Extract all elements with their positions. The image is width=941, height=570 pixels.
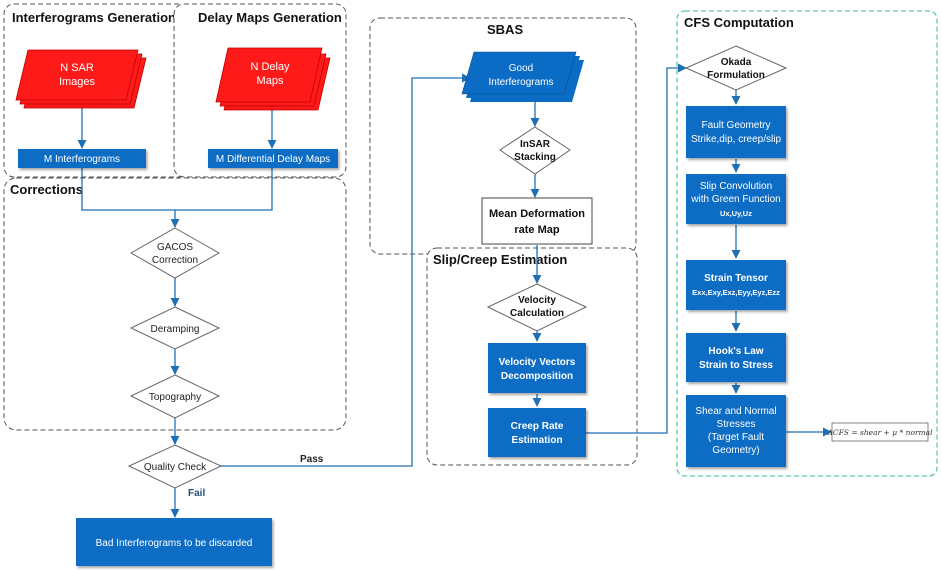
n-delay-maps-line-1: N Delay <box>250 61 290 73</box>
shear-normal-box: Shear and Normal Stresses (Target Fault … <box>686 395 786 467</box>
hooks-law-line-1: Hook's Law <box>708 346 763 357</box>
quality-check-diamond: Quality Check <box>127 444 223 489</box>
slip-convolution-sub: Ux,Uy,Uz <box>720 209 752 218</box>
n-sar-images-node: N SAR Images <box>15 49 147 109</box>
velocity-vectors-line-2: Decomposition <box>501 371 573 382</box>
group-cfs-computation: CFS Computation <box>676 10 938 477</box>
strain-tensor-box: Strain Tensor Exx,Exy,Exz,Eyy,Eyz,Ezz <box>686 260 786 310</box>
group-title-slip-creep: Slip/Creep Estimation <box>433 252 567 267</box>
connectors <box>77 63 832 518</box>
slip-convolution-line-1: Slip Convolution <box>700 181 772 192</box>
m-differential-delay-maps-box: M Differential Delay Maps <box>208 149 338 168</box>
n-delay-maps-line-2: Maps <box>257 75 284 87</box>
topography-label: Topography <box>149 392 201 403</box>
okada-formulation-diamond: Okada Formulation <box>684 45 788 91</box>
slip-convolution-box: Slip Convolution with Green Function Ux,… <box>686 174 786 224</box>
bad-interferograms-label: Bad Interferograms to be discarded <box>96 538 253 549</box>
fault-geometry-box: Fault Geometry Strike,dip, creep/slip <box>686 106 786 158</box>
insar-stacking-line-2: Stacking <box>514 152 556 163</box>
creep-rate-line-1: Creep Rate <box>511 421 564 432</box>
creep-rate-box: Creep Rate Estimation <box>488 408 586 457</box>
shear-normal-line-2: Stresses <box>717 419 756 430</box>
strain-tensor-sub: Exx,Exy,Exz,Eyy,Eyz,Ezz <box>692 288 780 297</box>
n-sar-images-line-2: Images <box>59 76 96 88</box>
group-corrections: Corrections <box>3 177 347 431</box>
slip-convolution-line-2: with Green Function <box>690 194 781 205</box>
n-delay-maps-node: N Delay Maps <box>215 47 331 111</box>
okada-line-1: Okada <box>721 57 752 68</box>
good-interferograms-line-1: Good <box>509 63 533 74</box>
topography-diamond: Topography <box>129 374 221 419</box>
velocity-calculation-line-2: Calculation <box>510 308 564 319</box>
velocity-vectors-line-1: Velocity Vectors <box>499 357 576 368</box>
gacos-correction-diamond: GACOS Correction <box>129 227 221 279</box>
bad-interferograms-box: Bad Interferograms to be discarded <box>76 518 272 566</box>
group-title-cfs: CFS Computation <box>684 15 794 30</box>
deramping-diamond: Deramping <box>129 306 221 350</box>
group-title-sbas: SBAS <box>487 22 523 37</box>
fault-geometry-line-1: Fault Geometry <box>702 120 771 131</box>
group-title-delay-maps: Delay Maps Generation <box>198 10 342 25</box>
mean-deformation-box: Mean Deformation rate Map <box>481 197 593 245</box>
quality-check-label: Quality Check <box>144 462 207 473</box>
delta-cfs-box: ΔCFS = shear + μ * normal <box>826 422 933 442</box>
m-differential-delay-maps-label: M Differential Delay Maps <box>216 154 330 165</box>
fail-label: Fail <box>188 488 205 499</box>
shear-normal-line-4: Geometry) <box>712 445 759 456</box>
m-interferograms-box: M Interferograms <box>18 149 146 168</box>
mean-deformation-line-2: rate Map <box>514 224 560 236</box>
velocity-calculation-line-1: Velocity <box>518 295 556 306</box>
pass-label: Pass <box>300 454 324 465</box>
creep-rate-line-2: Estimation <box>511 435 562 446</box>
gacos-correction-line-1: GACOS <box>157 242 193 253</box>
fault-geometry-line-2: Strike,dip, creep/slip <box>691 134 781 145</box>
deramping-label: Deramping <box>151 324 200 335</box>
strain-tensor-title: Strain Tensor <box>704 273 768 284</box>
edge-quality-pass <box>220 73 471 467</box>
good-interferograms-line-2: Interferograms <box>488 77 553 88</box>
insar-stacking-diamond: InSAR Stacking <box>499 126 571 175</box>
n-sar-images-line-1: N SAR <box>60 62 94 74</box>
shear-normal-line-3: (Target Fault <box>708 432 764 443</box>
hooks-law-box: Hook's Law Strain to Stress <box>686 333 786 382</box>
gacos-correction-line-2: Correction <box>152 255 198 266</box>
group-title-corrections: Corrections <box>10 182 83 197</box>
velocity-calculation-diamond: Velocity Calculation <box>486 283 588 332</box>
shear-normal-line-1: Shear and Normal <box>695 406 776 417</box>
hooks-law-line-2: Strain to Stress <box>699 360 773 371</box>
velocity-vectors-box: Velocity Vectors Decomposition <box>488 343 586 393</box>
insar-stacking-line-1: InSAR <box>520 139 551 150</box>
m-interferograms-label: M Interferograms <box>44 154 120 165</box>
group-title-interferograms: Interferograms Generation <box>12 10 176 25</box>
delta-cfs-formula: ΔCFS = shear + μ * normal <box>826 428 933 437</box>
okada-line-2: Formulation <box>707 70 765 81</box>
mean-deformation-line-1: Mean Deformation <box>489 208 585 220</box>
edge-creep-to-okada <box>586 63 687 434</box>
good-interferograms-node: Good Interferograms <box>461 51 584 102</box>
edge-merge-into-corrections <box>81 168 273 211</box>
